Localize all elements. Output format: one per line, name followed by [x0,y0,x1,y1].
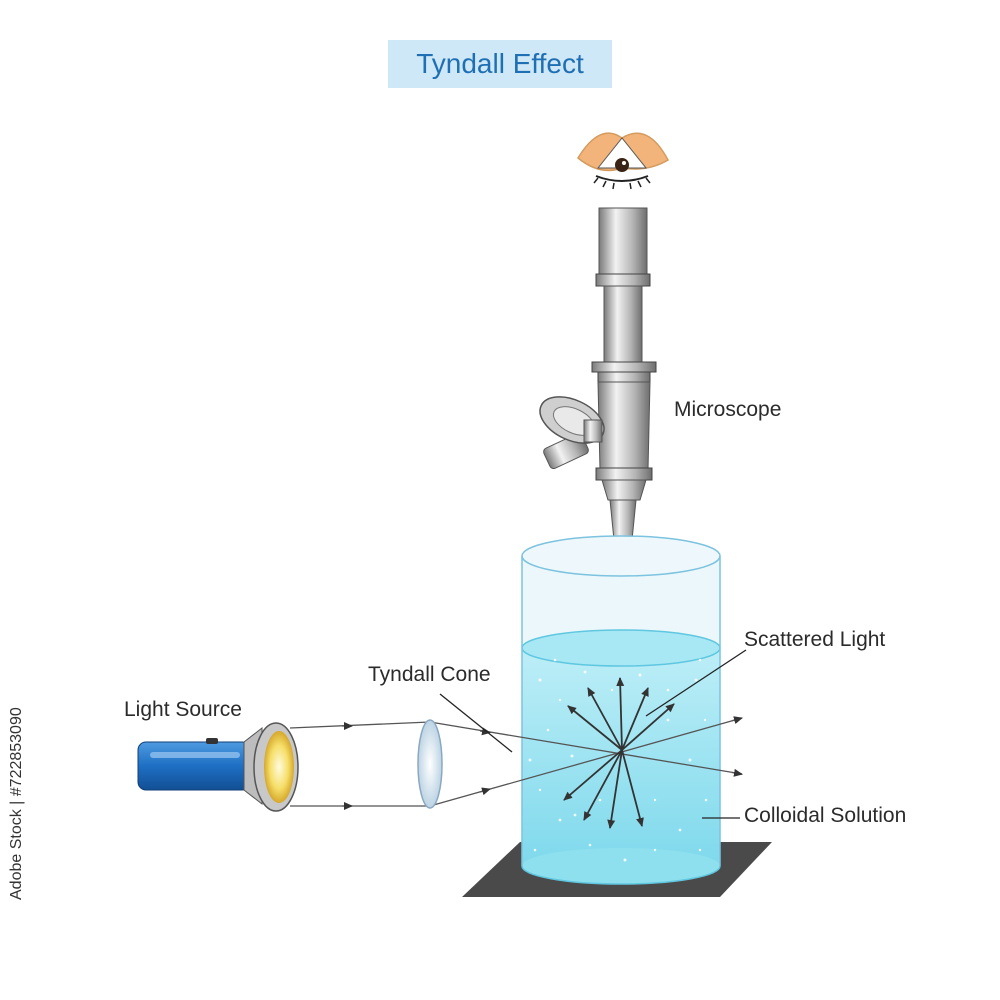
label-scattered-light: Scattered Light [744,628,886,651]
label-microscope: Microscope [674,398,782,421]
lens-icon [417,719,443,809]
light-rays [289,716,743,810]
leader-lines [439,649,747,819]
label-tyndall-cone: Tyndall Cone [368,663,491,686]
side-watermark-text: Adobe Stock | #722853090 [8,707,25,900]
label-colloidal-solution: Colloidal Solution [744,804,907,827]
microscope-icon [539,207,657,550]
page-title: Tyndall Effect [416,48,584,79]
flashlight-icon [137,722,299,812]
eye-icon [577,132,669,190]
scattered-light-arrows [563,677,675,829]
title-box: Tyndall Effect [388,40,612,88]
label-light-source: Light Source [124,698,242,721]
